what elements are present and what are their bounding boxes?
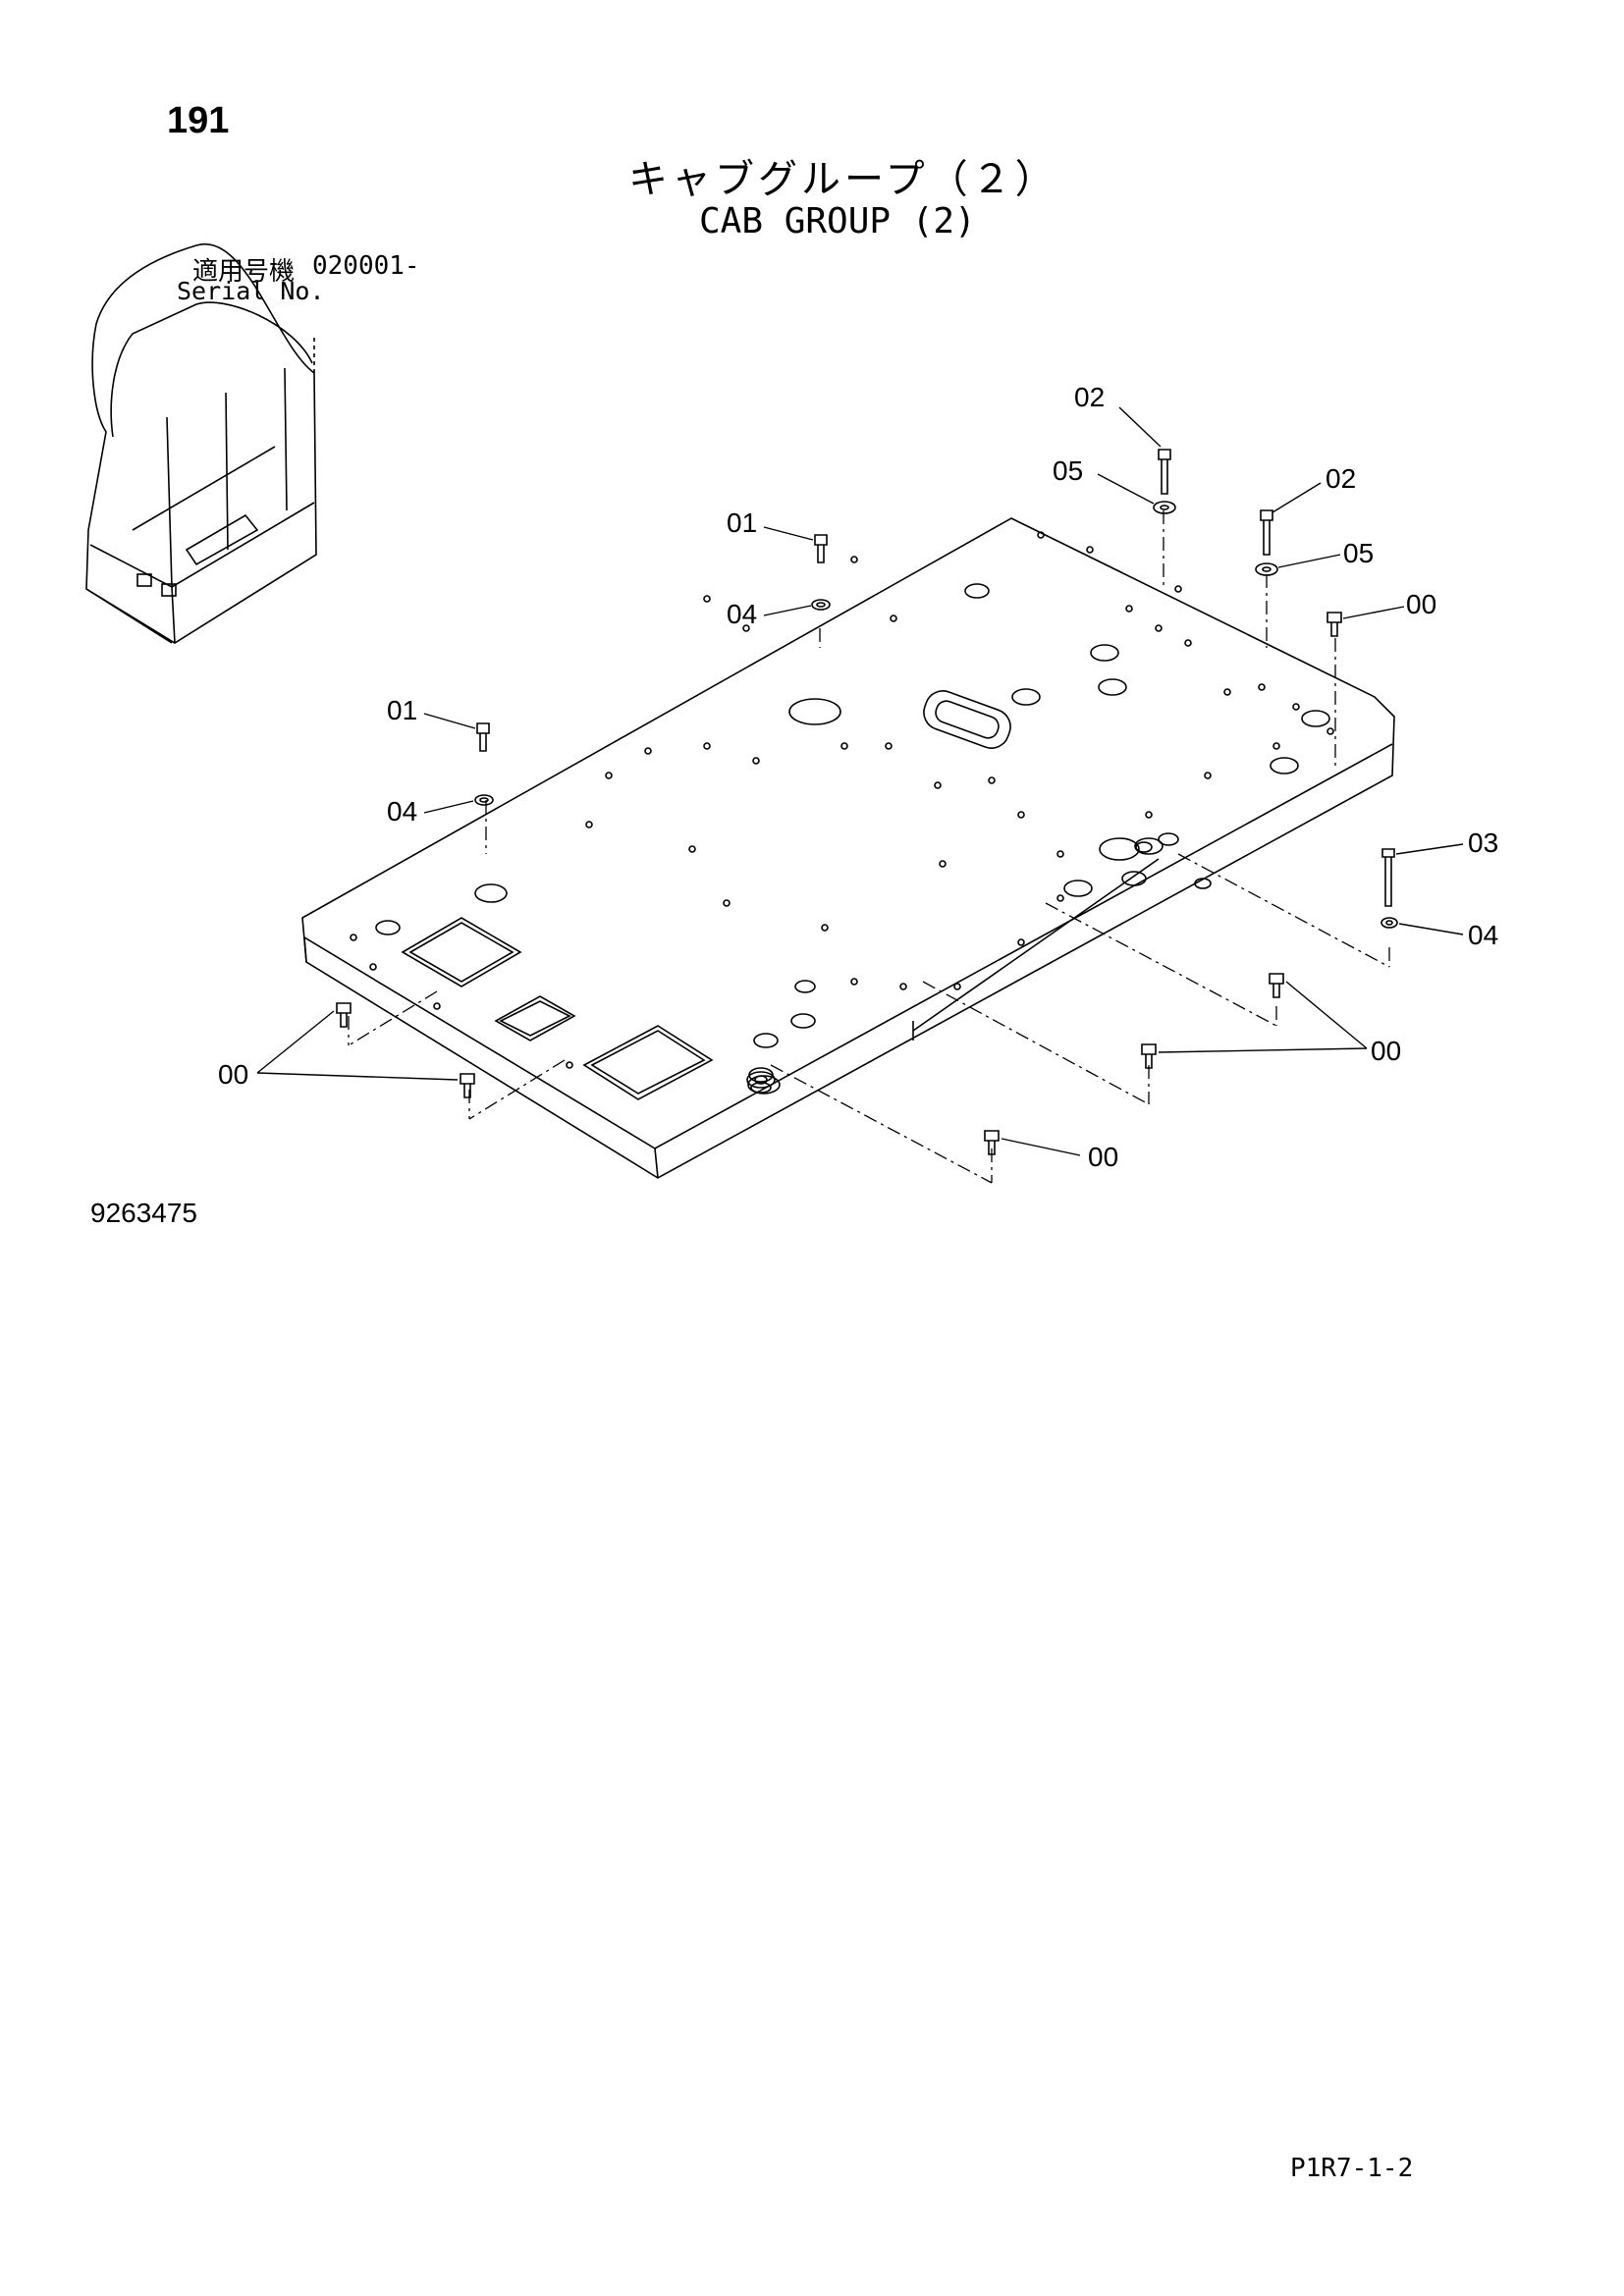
callout-05-top: 05 bbox=[1053, 455, 1083, 486]
washer-04-upper bbox=[811, 599, 831, 611]
washer-04-left bbox=[474, 794, 494, 806]
bolt-02-right bbox=[1260, 509, 1273, 556]
page-number: 191 bbox=[167, 100, 230, 141]
callout-04-right: 04 bbox=[1468, 920, 1498, 950]
bolt-00-top-right bbox=[1326, 612, 1342, 637]
bolt-00-mid-b bbox=[1141, 1043, 1157, 1069]
callout-00-bottom: 00 bbox=[1088, 1142, 1118, 1172]
serial-label-japanese: 適用号機 bbox=[192, 257, 296, 287]
bolt-00-left-a bbox=[336, 1002, 352, 1028]
bolt-01-left bbox=[476, 722, 490, 752]
serial-value: 020001- bbox=[312, 251, 420, 281]
page-title-japanese: キャブグループ（２） bbox=[628, 157, 1058, 202]
assembly-leaders bbox=[348, 510, 1390, 1184]
bolt-00-left-b bbox=[460, 1073, 475, 1098]
bolt-03 bbox=[1381, 848, 1395, 907]
callout-leaders bbox=[256, 406, 1464, 1156]
drawing-number: 9263475 bbox=[90, 1198, 198, 1228]
plate-holes bbox=[375, 583, 1330, 1100]
callout-01-upper: 01 bbox=[727, 507, 757, 538]
callout-02-top: 02 bbox=[1074, 382, 1105, 412]
callout-00-mid-right: 00 bbox=[1371, 1036, 1401, 1066]
callout-02-right: 02 bbox=[1326, 463, 1356, 494]
callout-03: 03 bbox=[1468, 828, 1498, 858]
floor-plate bbox=[301, 517, 1395, 1179]
bolt-02-top bbox=[1158, 449, 1171, 495]
page-code: P1R7-1-2 bbox=[1290, 2154, 1414, 2183]
serial-label-english: Serial No. bbox=[177, 277, 325, 305]
cab-thumbnail bbox=[85, 242, 317, 644]
washer-04-right bbox=[1380, 917, 1398, 929]
callout-05-right: 05 bbox=[1343, 538, 1374, 568]
callout-04-upper: 04 bbox=[727, 599, 757, 629]
page-title-english: CAB GROUP (2) bbox=[699, 201, 976, 241]
callout-04-left: 04 bbox=[387, 796, 417, 827]
bolt-01-upper bbox=[814, 534, 828, 563]
bolt-00-bottom bbox=[984, 1130, 1000, 1155]
washer-05-right bbox=[1255, 562, 1278, 576]
callout-01-left: 01 bbox=[387, 695, 417, 725]
callout-00-left: 00 bbox=[218, 1059, 248, 1090]
washer-05-top bbox=[1153, 501, 1176, 514]
callout-00-top-right: 00 bbox=[1406, 589, 1436, 619]
plate-small-holes bbox=[350, 531, 1334, 1069]
bolt-00-mid-a bbox=[1269, 973, 1284, 998]
